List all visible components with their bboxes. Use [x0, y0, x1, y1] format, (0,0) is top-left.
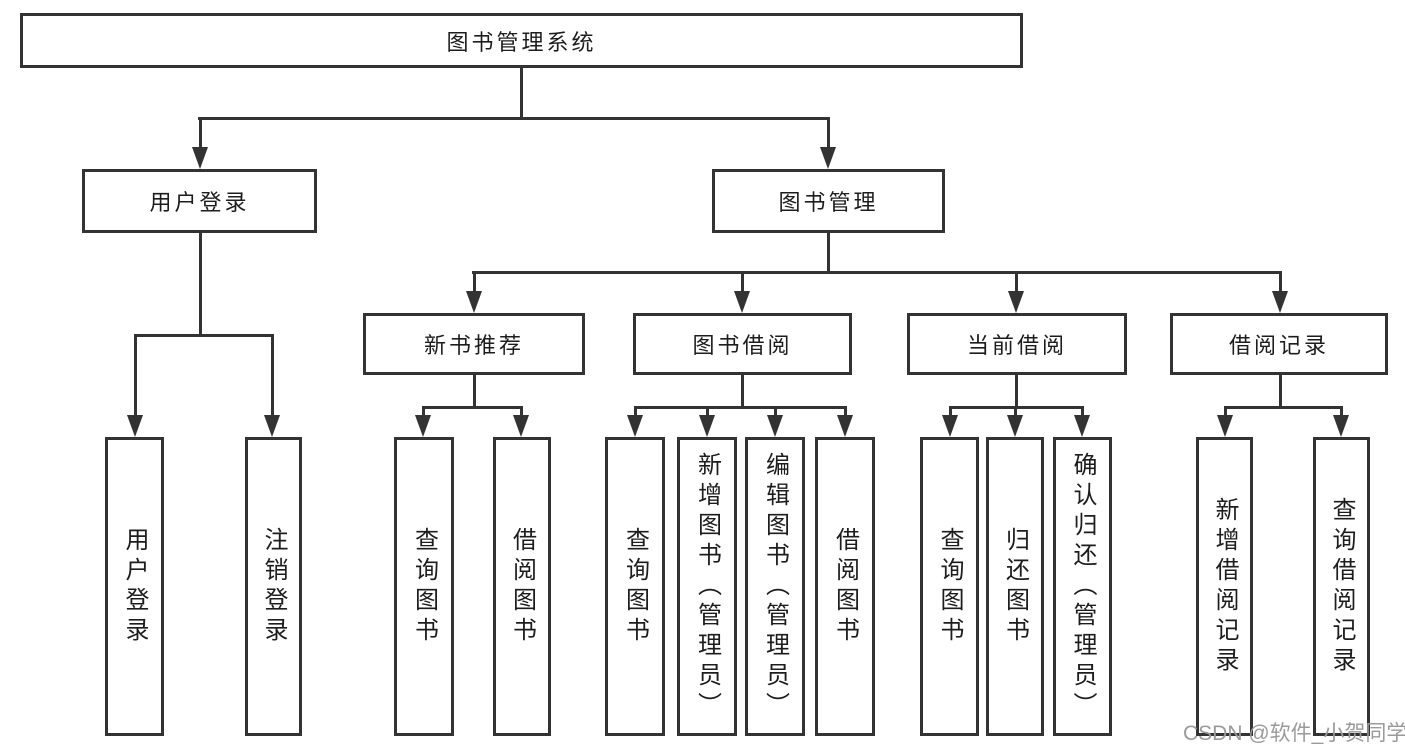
leaf-borrowing-borrow-books: 借阅图书	[815, 437, 875, 736]
connector	[472, 271, 1282, 274]
connector-arrowhead	[767, 415, 783, 437]
connector-arrowhead	[264, 415, 280, 437]
leaf-records-query-record-label: 查询借阅记录	[1328, 496, 1355, 677]
leaf-current-confirm-return: 确认归还（管理员）	[1053, 437, 1112, 736]
node-new-book-recommend-label: 新书推荐	[423, 333, 524, 358]
connector	[1081, 406, 1084, 416]
leaf-borrowing-edit-books: 编辑图书（管理员）	[745, 437, 805, 736]
connector	[473, 375, 476, 409]
leaf-current-return-books: 归还图书	[986, 437, 1044, 736]
connector	[1340, 406, 1343, 416]
leaf-recommend-borrow-books: 借阅图书	[493, 437, 551, 736]
connector	[134, 334, 137, 415]
leaf-logout-label: 注销登录	[260, 526, 287, 647]
leaf-current-query-books: 查询图书	[920, 437, 979, 736]
connector-arrowhead	[1074, 415, 1090, 437]
watermark: CSDN @软件_小贺同学	[1183, 722, 1405, 745]
node-new-book-recommend: 新书推荐	[363, 313, 585, 375]
connector	[1014, 406, 1017, 416]
connector	[1224, 406, 1227, 416]
node-book-borrowing-label: 图书借阅	[692, 333, 793, 358]
connector	[741, 375, 744, 409]
node-borrowing-records-label: 借阅记录	[1228, 333, 1329, 358]
connector	[473, 271, 476, 293]
node-current-borrowing-label: 当前借阅	[966, 333, 1067, 358]
node-current-borrowing: 当前借阅	[907, 313, 1127, 375]
node-user-login-label: 用户登录	[149, 190, 250, 215]
connector	[520, 68, 523, 118]
connector-arrowhead	[466, 291, 482, 313]
connector	[1279, 375, 1282, 409]
connector-arrowhead	[942, 415, 958, 437]
connector	[844, 406, 847, 416]
node-book-management: 图书管理	[712, 169, 945, 233]
leaf-current-query-books-label: 查询图书	[936, 526, 963, 647]
connector-arrowhead	[1217, 415, 1233, 437]
leaf-user-login-label: 用户登录	[121, 526, 148, 647]
connector	[634, 406, 846, 409]
leaf-borrowing-query-books-label: 查询图书	[621, 526, 649, 647]
leaf-records-query-record: 查询借阅记录	[1313, 437, 1370, 736]
connector	[422, 406, 523, 409]
connector	[741, 271, 744, 293]
connector	[827, 233, 830, 274]
connector-arrowhead	[513, 415, 529, 437]
leaf-current-confirm-return-label: 确认归还（管理员）	[1069, 451, 1096, 722]
leaf-recommend-borrow-books-label: 借阅图书	[508, 526, 536, 647]
connector-arrowhead	[192, 147, 208, 169]
connector-arrowhead	[1333, 415, 1349, 437]
connector	[949, 406, 952, 416]
connector	[1015, 375, 1018, 409]
connector	[1015, 271, 1018, 293]
connector-arrowhead	[699, 415, 715, 437]
connector	[520, 406, 523, 416]
connector	[199, 117, 202, 147]
connector-arrowhead	[1007, 415, 1023, 437]
node-book-management-label: 图书管理	[778, 190, 879, 215]
leaf-user-login: 用户登录	[105, 437, 164, 736]
connector	[706, 406, 709, 416]
leaf-records-add-record: 新增借阅记录	[1196, 437, 1253, 736]
connector-arrowhead	[734, 291, 750, 313]
node-book-borrowing: 图书借阅	[633, 313, 852, 375]
connector	[827, 117, 830, 147]
leaf-records-add-record-label: 新增借阅记录	[1211, 496, 1238, 677]
leaf-borrowing-add-books-label: 新增图书（管理员）	[693, 451, 721, 722]
leaf-recommend-query-books: 查询图书	[394, 437, 454, 736]
connector-arrowhead	[627, 415, 643, 437]
connector-arrowhead	[1008, 291, 1024, 313]
node-root: 图书管理系统	[20, 13, 1023, 68]
leaf-borrowing-query-books: 查询图书	[605, 437, 665, 736]
leaf-borrowing-borrow-books-label: 借阅图书	[831, 526, 859, 647]
connector	[134, 334, 274, 337]
connector	[774, 406, 777, 416]
connector	[271, 334, 274, 415]
leaf-recommend-query-books-label: 查询图书	[410, 526, 438, 647]
connector	[634, 406, 637, 416]
leaf-current-return-books-label: 归还图书	[1001, 526, 1029, 647]
connector	[198, 117, 830, 120]
node-borrowing-records: 借阅记录	[1170, 313, 1388, 375]
leaf-borrowing-add-books: 新增图书（管理员）	[677, 437, 737, 736]
leaf-logout: 注销登录	[245, 437, 302, 736]
node-user-login: 用户登录	[82, 169, 317, 233]
connector-arrowhead	[837, 415, 853, 437]
connector-arrowhead	[415, 415, 431, 437]
connector-arrowhead	[1272, 291, 1288, 313]
leaf-borrowing-edit-books-label: 编辑图书（管理员）	[761, 451, 789, 722]
connector	[1224, 406, 1343, 409]
connector-arrowhead	[127, 415, 143, 437]
node-root-label: 图书管理系统	[446, 29, 597, 55]
connector	[422, 406, 425, 416]
connector	[199, 233, 202, 337]
connector	[1279, 271, 1282, 293]
connector-arrowhead	[820, 147, 836, 169]
